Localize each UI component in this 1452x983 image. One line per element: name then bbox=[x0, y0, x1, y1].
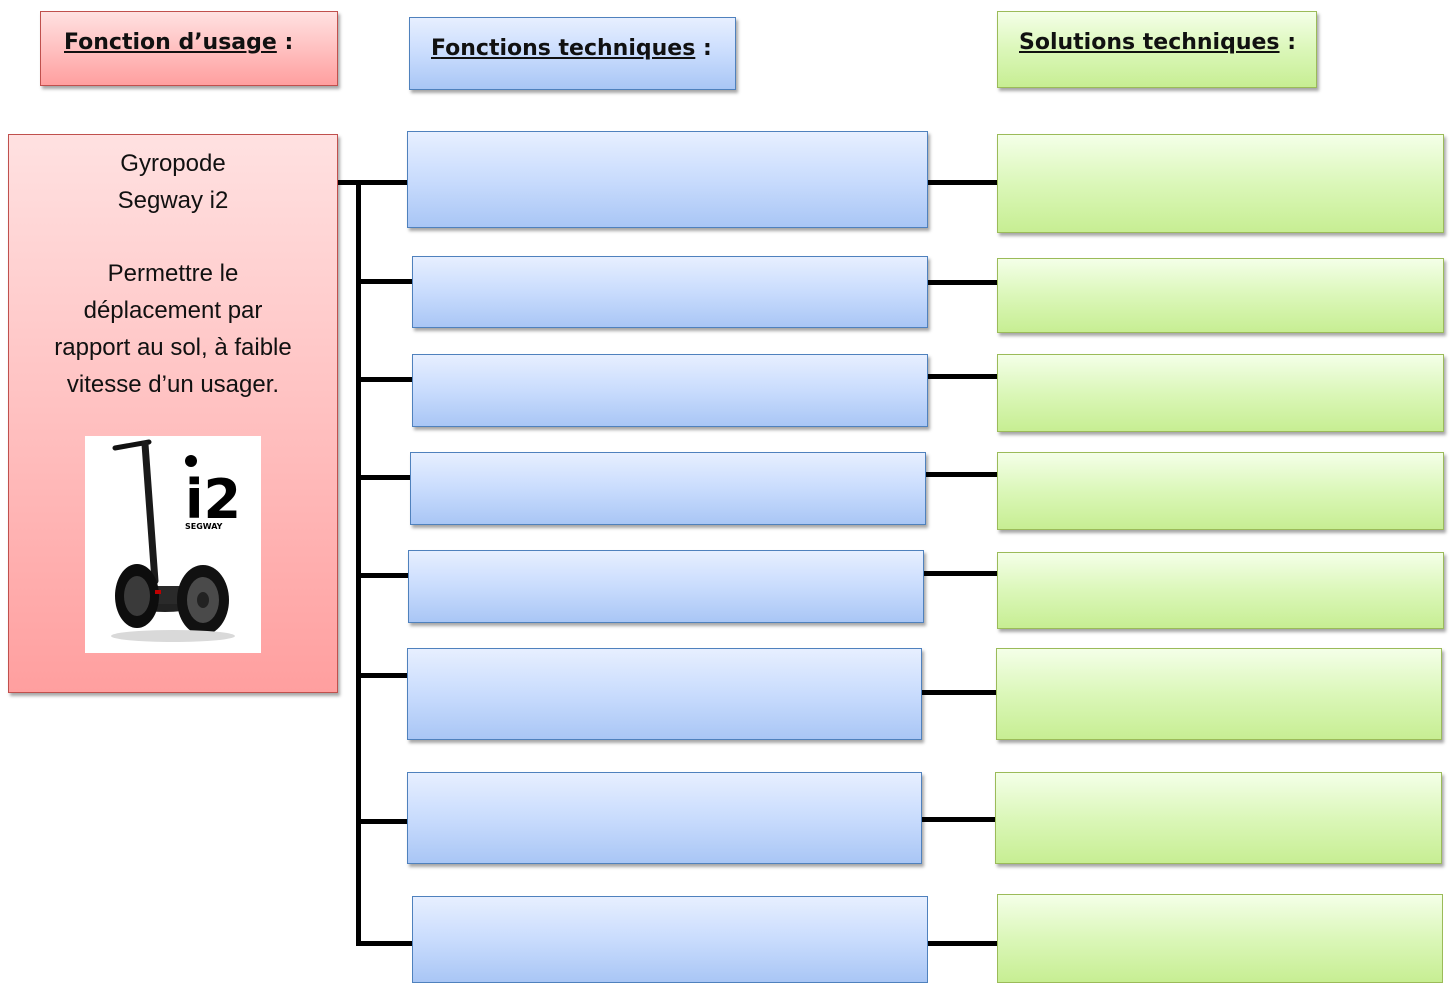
spine-connector bbox=[356, 180, 361, 946]
link-connector bbox=[922, 817, 998, 822]
usage-to-spine-connector bbox=[338, 180, 412, 185]
link-connector bbox=[924, 472, 1000, 477]
tech-solution-box[interactable] bbox=[997, 552, 1444, 629]
tech-solution-box[interactable] bbox=[996, 648, 1442, 740]
usage-header-colon: : bbox=[276, 30, 294, 55]
branch-connector bbox=[358, 279, 414, 284]
tech-solution-box[interactable] bbox=[997, 354, 1444, 432]
tech-solution-box[interactable] bbox=[995, 772, 1442, 864]
usage-description-line3: rapport au sol, à faible bbox=[54, 334, 292, 361]
tech-solution-box[interactable] bbox=[997, 258, 1444, 333]
link-connector bbox=[924, 941, 1002, 946]
tech-function-box[interactable] bbox=[407, 648, 922, 740]
tech-function-box[interactable] bbox=[412, 896, 928, 983]
product-name: Gyropode Segway i2 bbox=[9, 145, 337, 219]
branch-connector bbox=[358, 819, 410, 824]
logo-segway: SEGWAY bbox=[185, 522, 223, 531]
tech-function-box[interactable] bbox=[412, 256, 928, 328]
branch-connector bbox=[358, 475, 412, 480]
tech-functions-header-colon: : bbox=[695, 36, 712, 61]
tech-solutions-header-label: Solutions techniques bbox=[1019, 30, 1280, 55]
tech-function-box[interactable] bbox=[408, 550, 924, 623]
segway-illustration: i2 SEGWAY bbox=[111, 439, 241, 642]
logo-i2: i2 bbox=[185, 468, 241, 531]
branch-connector bbox=[358, 377, 414, 382]
tech-solutions-header-colon: : bbox=[1279, 30, 1296, 55]
usage-description-line4: vitesse d’un usager. bbox=[66, 371, 280, 398]
tech-solutions-header: Solutions techniques : bbox=[997, 11, 1317, 88]
usage-description: Permettre le déplacement par rapport au … bbox=[9, 255, 337, 403]
usage-description-line2: déplacement par bbox=[83, 297, 263, 324]
usage-header: Fonction d’usage : bbox=[40, 11, 338, 86]
product-name-line1: Gyropode bbox=[120, 150, 226, 177]
tech-function-box[interactable] bbox=[410, 452, 926, 525]
link-connector bbox=[922, 690, 998, 695]
tech-solution-box[interactable] bbox=[997, 134, 1444, 233]
tech-function-box[interactable] bbox=[407, 131, 928, 228]
branch-connector bbox=[358, 673, 410, 678]
tech-function-box[interactable] bbox=[407, 772, 922, 864]
link-connector bbox=[926, 280, 1000, 285]
link-connector bbox=[922, 180, 1000, 185]
tech-function-box[interactable] bbox=[412, 354, 928, 427]
segway-picture: i2 SEGWAY bbox=[85, 436, 261, 653]
product-name-line2: Segway i2 bbox=[117, 187, 229, 214]
link-connector bbox=[926, 374, 1000, 379]
tech-solution-box[interactable] bbox=[997, 452, 1444, 530]
branch-connector bbox=[358, 573, 410, 578]
tech-functions-header: Fonctions techniques : bbox=[409, 17, 736, 90]
tech-solution-box[interactable] bbox=[997, 894, 1443, 983]
branch-connector bbox=[358, 941, 414, 946]
usage-header-label: Fonction d’usage bbox=[64, 30, 277, 55]
link-connector bbox=[924, 571, 1000, 576]
usage-description-line1: Permettre le bbox=[107, 260, 239, 287]
tech-functions-header-label: Fonctions techniques bbox=[431, 36, 696, 61]
